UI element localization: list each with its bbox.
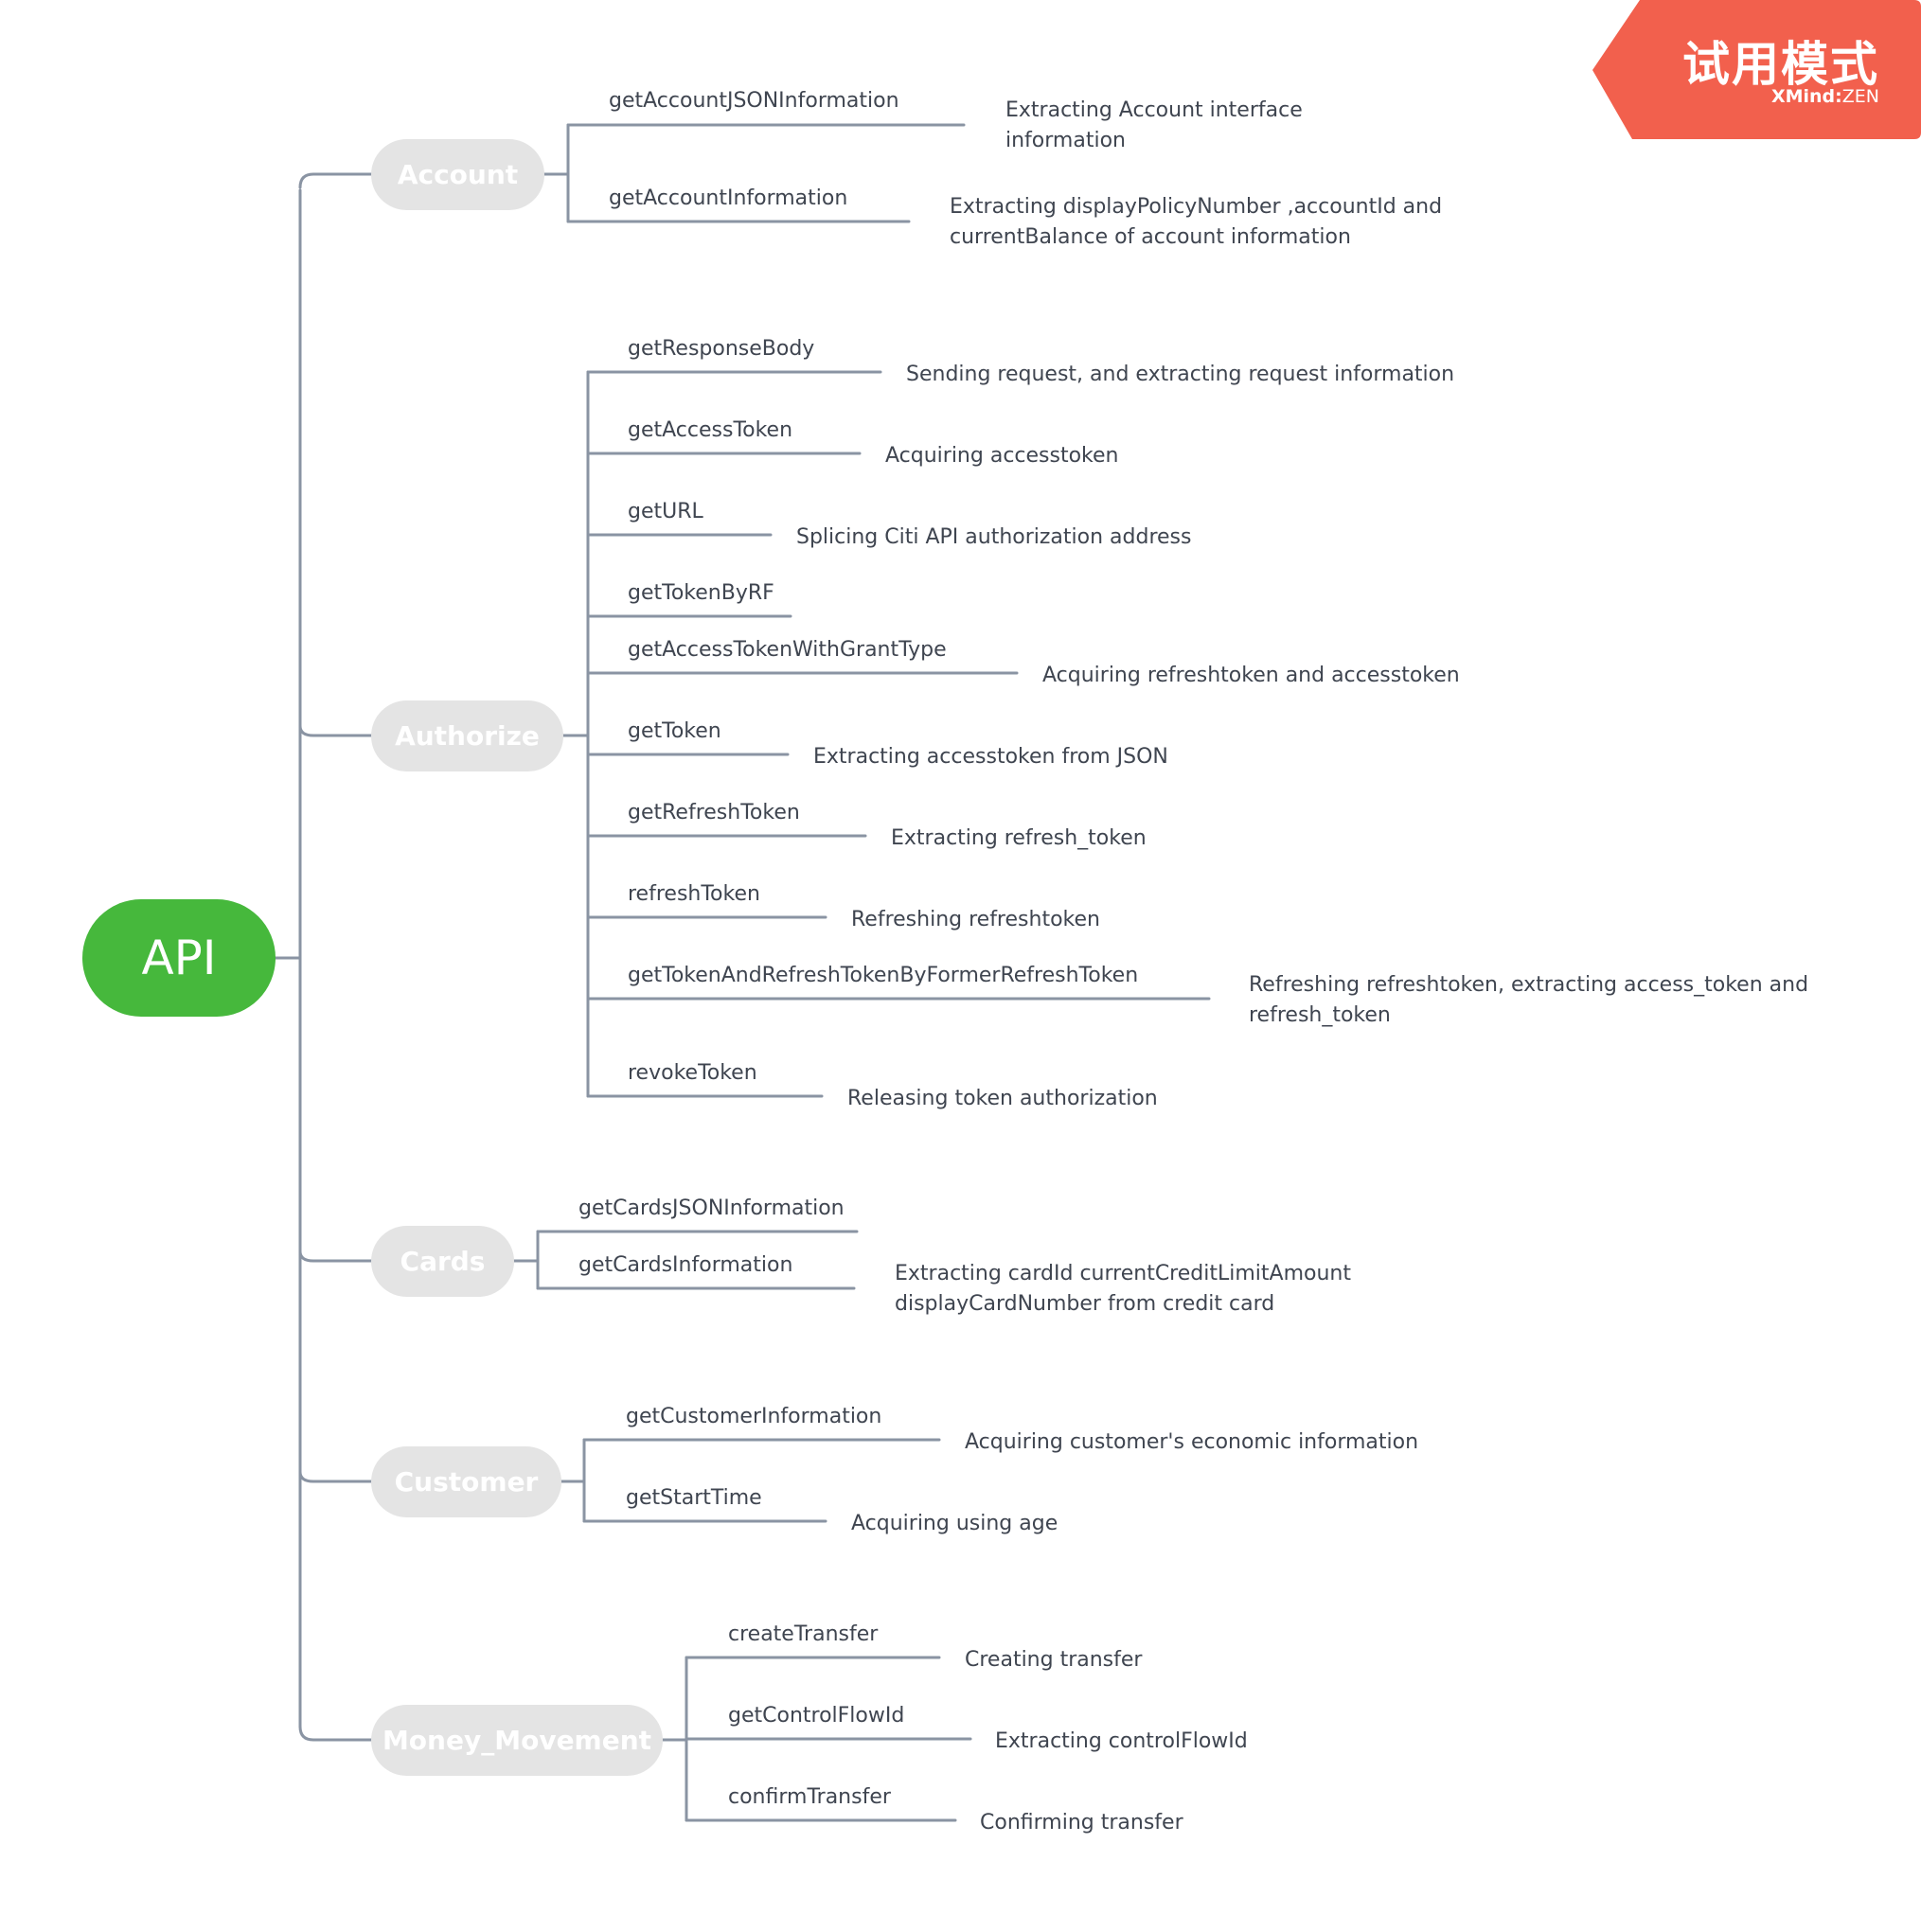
topic-description: Acquiring accesstoken bbox=[885, 444, 1119, 468]
category-authorize[interactable]: Authorize bbox=[371, 700, 563, 771]
topic-gettoken[interactable]: getToken bbox=[628, 719, 721, 743]
topic-getcardsjsoninformation[interactable]: getCardsJSONInformation bbox=[578, 1196, 845, 1220]
topic-description: Extracting cardId currentCreditLimitAmou… bbox=[895, 1262, 1351, 1316]
category-label: Customer bbox=[394, 1466, 539, 1498]
topic-description: Splicing Citi API authorization address bbox=[796, 525, 1192, 549]
topic-createtransfer[interactable]: createTransfer bbox=[728, 1622, 879, 1646]
trial-mode-title: 试用模式 bbox=[1682, 37, 1879, 92]
badge-shape bbox=[1592, 0, 1921, 139]
topic-getrefreshtoken[interactable]: getRefreshToken bbox=[628, 801, 800, 824]
root-label: API bbox=[141, 931, 217, 985]
topic-description: Extracting displayPolicyNumber ,accountI… bbox=[950, 195, 1443, 249]
branch-connector bbox=[298, 172, 373, 189]
category-label: Cards bbox=[400, 1246, 486, 1277]
topic-description: Releasing token authorization bbox=[847, 1087, 1158, 1110]
topic-getaccesstoken[interactable]: getAccessToken bbox=[628, 418, 793, 442]
xmind-logo-text: XMind:ZEN bbox=[1771, 86, 1879, 107]
topic-revoketoken[interactable]: revokeToken bbox=[628, 1061, 757, 1085]
branch-connector bbox=[298, 1470, 373, 1483]
topic-geturl[interactable]: getURL bbox=[628, 500, 703, 523]
xmind-separator: : bbox=[1835, 86, 1842, 107]
topic-getcontrolflowid[interactable]: getControlFlowId bbox=[728, 1704, 905, 1728]
topic-description: Refreshing refreshtoken, extracting acce… bbox=[1249, 973, 1809, 1027]
category-label: Authorize bbox=[395, 720, 540, 752]
topic-description: Refreshing refreshtoken bbox=[851, 908, 1100, 931]
topic-description: Extracting Account interface information bbox=[1005, 98, 1303, 152]
topic-refreshtoken[interactable]: refreshToken bbox=[628, 882, 760, 906]
topic-description: Acquiring refreshtoken and accesstoken bbox=[1042, 664, 1460, 687]
topic-getaccountinformation[interactable]: getAccountInformation bbox=[609, 186, 848, 210]
topic-description: Acquiring customer's economic informatio… bbox=[965, 1430, 1419, 1454]
topic-getcardsinformation[interactable]: getCardsInformation bbox=[578, 1253, 793, 1277]
root-node-api[interactable]: API bbox=[82, 899, 276, 1017]
topic-getcustomerinformation[interactable]: getCustomerInformation bbox=[626, 1405, 882, 1428]
topic-gettokenbyrf[interactable]: getTokenByRF bbox=[628, 581, 774, 605]
topic-description: Acquiring using age bbox=[851, 1512, 1058, 1535]
topic-description: Sending request, and extracting request … bbox=[906, 363, 1455, 386]
trial-mode-badge: 试用模式 XMind:ZEN bbox=[1592, 0, 1921, 139]
topic-getaccountjsoninformation[interactable]: getAccountJSONInformation bbox=[609, 89, 899, 113]
topic-description: Extracting refresh_token bbox=[891, 826, 1147, 850]
topic-confirmtransfer[interactable]: confirmTransfer bbox=[728, 1785, 891, 1809]
xmind-edition: ZEN bbox=[1841, 86, 1879, 107]
branch-connector bbox=[298, 724, 373, 737]
topic-description: Extracting controlFlowId bbox=[995, 1729, 1248, 1753]
category-account[interactable]: Account bbox=[371, 139, 544, 210]
xmind-brand: XMind bbox=[1770, 86, 1836, 107]
category-label: Money_Movement bbox=[382, 1725, 652, 1756]
topic-description: Creating transfer bbox=[965, 1648, 1143, 1672]
topic-getresponsebody[interactable]: getResponseBody bbox=[628, 337, 815, 361]
topic-getaccesstokenwithgranttype[interactable]: getAccessTokenWithGrantType bbox=[628, 638, 947, 662]
topic-description: Confirming transfer bbox=[980, 1811, 1183, 1835]
category-money-movement[interactable]: Money_Movement bbox=[371, 1705, 663, 1776]
branch-connector bbox=[298, 1250, 373, 1263]
category-customer[interactable]: Customer bbox=[371, 1446, 561, 1517]
category-label: Account bbox=[397, 159, 519, 190]
topic-getstarttime[interactable]: getStartTime bbox=[626, 1486, 762, 1510]
branch-connector bbox=[298, 1725, 373, 1742]
topic-gettokenandrefreshtokenbyformerrefreshtoken[interactable]: getTokenAndRefreshTokenByFormerRefreshTo… bbox=[628, 964, 1139, 987]
topic-description: Extracting accesstoken from JSON bbox=[813, 745, 1168, 769]
category-cards[interactable]: Cards bbox=[371, 1226, 514, 1297]
